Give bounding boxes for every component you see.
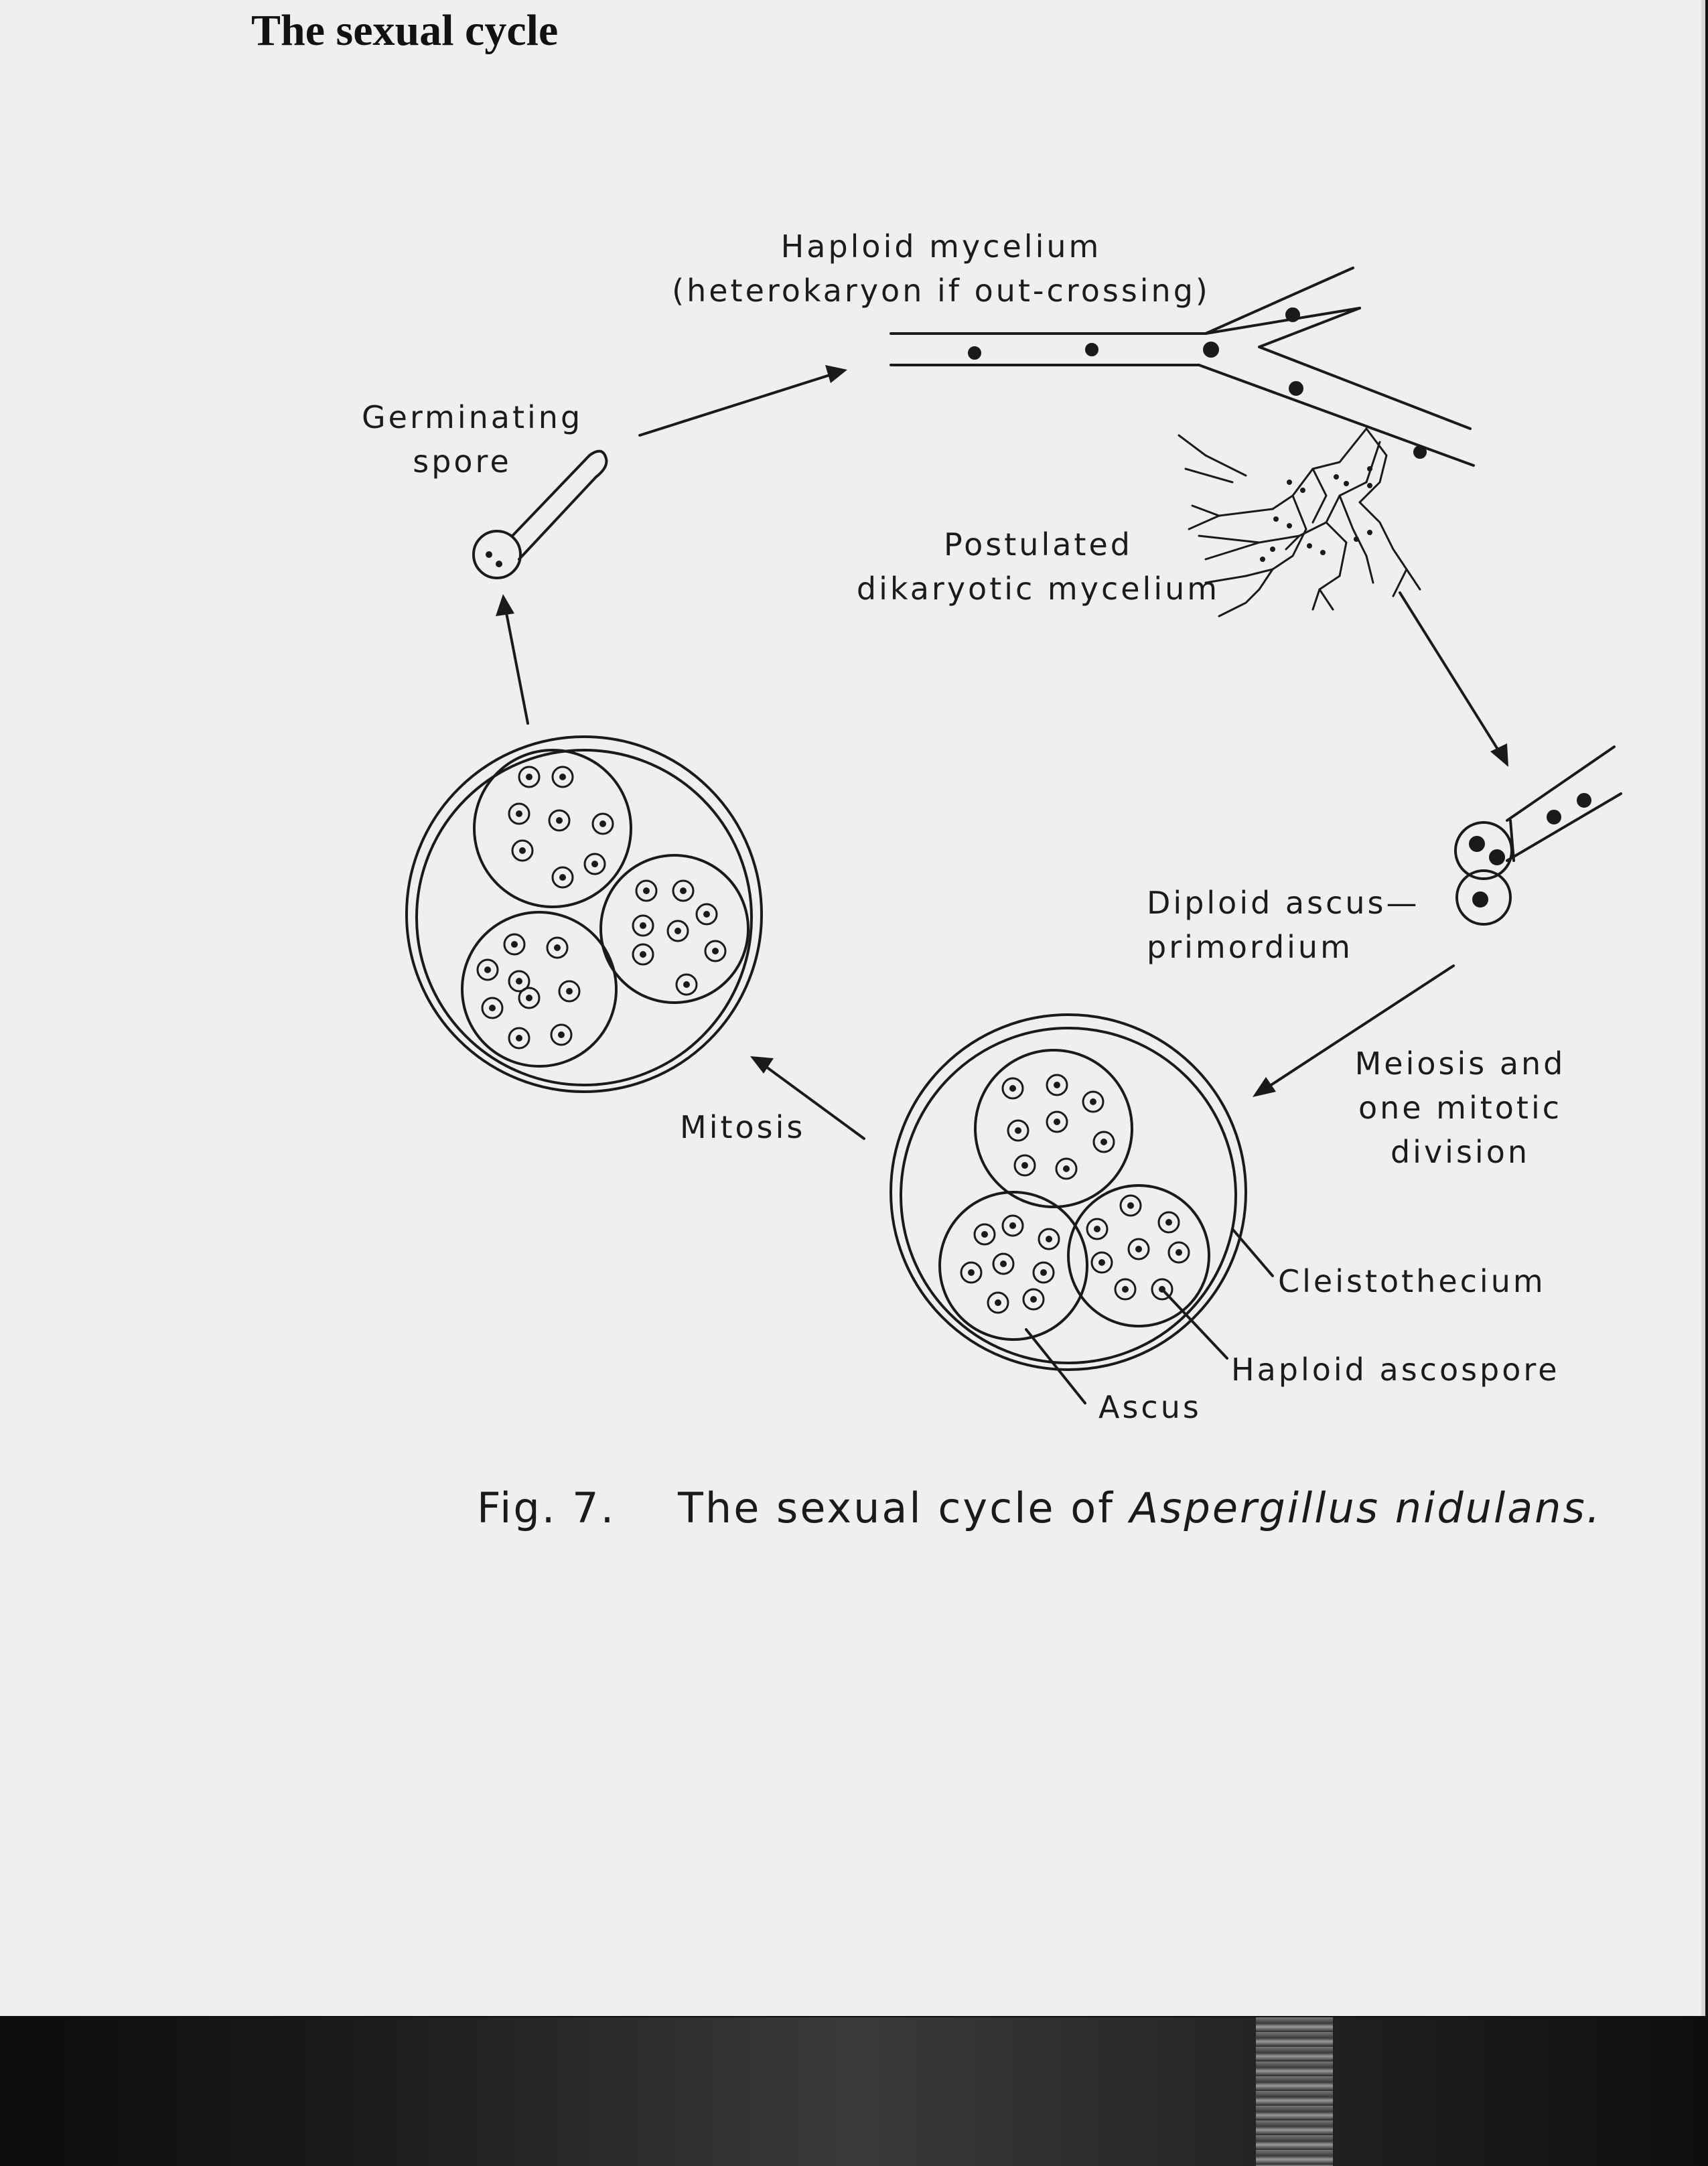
scanner-screw: [1256, 2017, 1333, 2166]
label-meiosis: Meiosis and one mitotic division: [1354, 1045, 1566, 1170]
figure-caption: Fig. 7. The sexual cycle of Aspergillus …: [477, 1484, 1602, 1532]
scanner-bottom-band: [0, 2017, 1708, 2166]
sexual-cycle-diagram: [405, 267, 1622, 1404]
label-dikaryotic-mycelium: Postulated dikaryotic mycelium: [856, 526, 1220, 607]
document-page: [0, 0, 1705, 2016]
label-cleistothecium: Cleistothecium: [1278, 1263, 1546, 1299]
caption-species: Aspergillus nidulans.: [1129, 1484, 1602, 1532]
arrow-spore-to-mycelium: [638, 365, 847, 437]
arrow-mitosis-to-spore: [496, 594, 529, 725]
arrow-primordium-to-cleistothecium: [1253, 964, 1455, 1097]
label-diploid-ascus-primordium: Diploid ascus— primordium: [1147, 885, 1420, 965]
cleistothecium-meiosis-drawing: [889, 1013, 1274, 1404]
arrow-meiosis-to-mitosis: [750, 1056, 865, 1140]
section-title: The sexual cycle: [251, 6, 559, 55]
label-ascus: Ascus: [1098, 1389, 1202, 1425]
cleistothecium-mitosis-drawing: [405, 735, 763, 1093]
label-germinating-spore: Germinating spore: [362, 399, 583, 480]
label-mitosis: Mitosis: [680, 1109, 806, 1145]
germinating-spore-drawing: [472, 449, 608, 579]
haploid-mycelium-drawing: [889, 267, 1475, 467]
caption-text: The sexual cycle of: [678, 1484, 1115, 1532]
diploid-ascus-primordium-drawing: [1454, 745, 1622, 926]
dikaryotic-mycelium-drawing: [1178, 427, 1421, 618]
figure-number: Fig. 7.: [477, 1484, 616, 1532]
label-haploid-mycelium: Haploid mycelium (heterokaryon if out-cr…: [672, 228, 1210, 309]
arrow-mycelium-to-primordium: [1399, 591, 1508, 767]
label-haploid-ascospore: Haploid ascospore: [1231, 1352, 1560, 1388]
